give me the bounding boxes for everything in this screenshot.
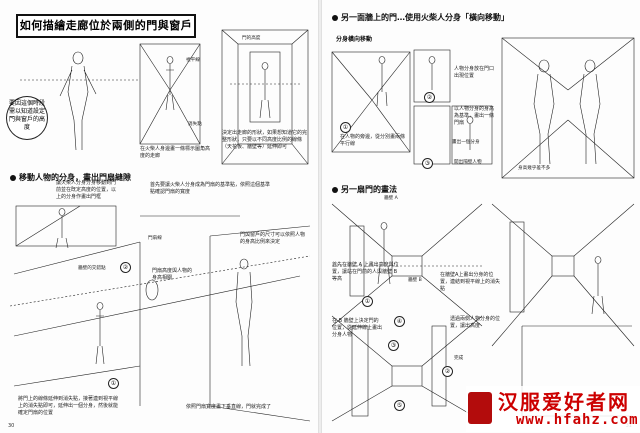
seal-icon: [468, 392, 492, 424]
caption-c3: 門扇線: [148, 236, 162, 241]
section-title-1-text: 另一面牆上的門…使用火柴人分身「橫向移動」: [341, 13, 509, 22]
step-num-2: ②: [120, 262, 131, 273]
caption-s5: 在 B 牆壁上決定門的位置，從延伸線上畫出分身人物: [332, 318, 383, 338]
caption-r3: 人物分身放在門口出現位置: [454, 66, 495, 79]
note-2: 決定出走廊的形狀，如果想知道它的完整形狀，只要以不同高度比例的線條（天花板、牆壁…: [222, 130, 308, 150]
bullet-icon: [10, 174, 16, 181]
section-title-move-text: 移動人物的分身，畫出門扇縫隙: [19, 173, 131, 182]
s-step-5: ⑤: [394, 400, 405, 411]
caption-s7: 完成: [454, 356, 464, 361]
caption-s3: 首先在牆壁 A 上畫出高度與位置，讓站在門前的人與牆壁 B 等高: [332, 262, 399, 282]
caption-c7: 將門上的線條延伸到消失點，接著連到視平線上的消失點即可，延伸出一個分身，然後就能…: [18, 396, 119, 416]
caption-c2: 首先要讓火柴人分身成為門扇的基準點，依照這個基準點確認門扇的寬度: [150, 182, 271, 195]
s-step-3: ③: [388, 340, 399, 351]
caption-r4: 開出隔壁人物: [454, 160, 482, 165]
section-title-2-text: 另一扇門的畫法: [341, 185, 397, 194]
bullet-icon: [332, 186, 338, 193]
caption-c6: 牆壁的交錯點: [78, 266, 106, 271]
caption-r5: 以人物分身的身高為基準，畫出一條門扇: [454, 106, 495, 126]
s-step-1: ①: [362, 296, 373, 307]
page-number-left: 30: [8, 423, 15, 429]
speech-bubble: 要因這個時段 需以知道設定 門與窗戶的高度: [6, 96, 48, 140]
section-title-2: 另一扇門的畫法: [332, 184, 397, 195]
sub-title-1: 分身橫向移動: [336, 36, 373, 43]
s-step-4: ④: [394, 316, 405, 327]
r-step-1: ①: [340, 122, 351, 133]
caption-c5: 門與窗戶的尺寸可以依照人物的身高比例來決定: [240, 232, 306, 245]
section-title-move: 移動人物的分身，畫出門扇縫隙: [10, 172, 131, 183]
caption-r2: 畫出一個分身: [452, 140, 480, 145]
caption-c8: 依照門扇寬度畫下垂直線，門就完成了: [186, 404, 272, 410]
page-title: 如何描繪走廊位於兩側的門與窗戶: [16, 14, 196, 38]
section-title-1: 另一面牆上的門…使用火柴人分身「橫向移動」: [332, 12, 509, 23]
top-perspective-sketch: [20, 29, 309, 165]
right-page: 另一面牆上的門…使用火柴人分身「橫向移動」 分身橫向移動 ② ① ③ 在人物的旁: [322, 0, 640, 433]
caption-c1: 讓火柴人分身分身移動到門前並在既定高度的位置，以上的分身作畫出門框: [56, 180, 117, 200]
r-step-3: ③: [422, 158, 433, 169]
caption-s6: 透過兩側人物分身的位置，讓出高度: [450, 316, 501, 329]
caption-c4: 門扇高度與人物的身高相關: [152, 268, 193, 281]
bottom-perspective-sketch: [9, 205, 311, 422]
bullet-icon: [332, 14, 338, 21]
r-step-2: ②: [424, 92, 435, 103]
caption-r1: 在人物的旁邊，從分別畫兩條平行線: [340, 134, 406, 147]
vanish-label: 消失點: [188, 122, 202, 127]
door-height-label: 門的高度: [242, 36, 261, 41]
s-step-2: ②: [442, 366, 453, 377]
watermark-text: 汉服爱好者网: [498, 390, 630, 414]
right-bottom-sketch: [331, 203, 635, 422]
wall-b-label: 牆壁 B: [408, 278, 422, 283]
eye-level-label: 視平線: [186, 58, 200, 63]
watermark: 汉服爱好者网 www.hfahz.com: [466, 386, 640, 432]
wall-a-label: 牆壁 A: [384, 196, 398, 201]
caption-r6: 身高幾乎差不多: [518, 166, 551, 171]
step-num-1: ①: [108, 378, 119, 389]
watermark-url: www.hfahz.com: [516, 412, 639, 428]
caption-s4: 在牆壁A上畫出分身的位置，連結到視平線上的消失點: [440, 272, 501, 292]
right-top-sketch: [331, 37, 635, 179]
note-1: 在火柴人身邊畫一條標示圖角高度的走廊: [140, 146, 211, 159]
left-page: 如何描繪走廊位於兩側的門與窗戶 視平線 門的高度 消失點 在火柴人身邊畫一條標: [0, 0, 318, 433]
book-gutter: [318, 0, 322, 433]
